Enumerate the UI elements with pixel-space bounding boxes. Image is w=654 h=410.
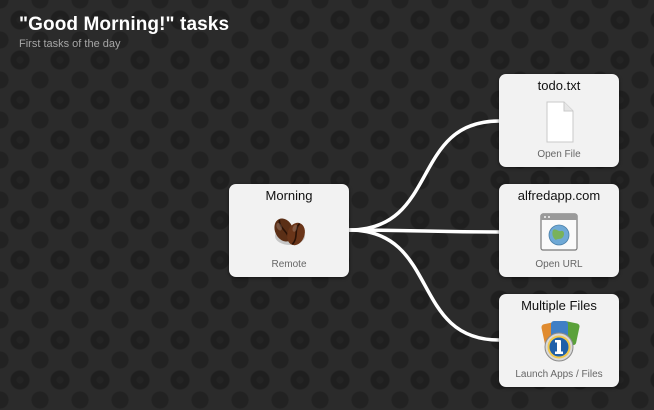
browser-window-icon	[537, 210, 581, 254]
node-alfredapp[interactable]: alfredapp.com Open URL	[499, 184, 619, 277]
coffee-bean-icon	[267, 210, 311, 254]
node-multiple-type: Launch Apps / Files	[515, 369, 603, 380]
node-todo-type: Open File	[537, 149, 581, 160]
app-stack-icon	[537, 320, 581, 364]
workflow-title: "Good Morning!" tasks	[19, 14, 230, 35]
node-morning-type: Remote	[271, 259, 307, 270]
node-morning-title: Morning	[265, 188, 313, 203]
node-todo-txt[interactable]: todo.txt Open File	[499, 74, 619, 167]
node-alfred-type: Open URL	[535, 259, 583, 270]
connection-morning-multiple	[347, 228, 501, 342]
node-multiple-files[interactable]: Multiple Files Launch Apps / Files	[499, 294, 619, 387]
workflow-subtitle: First tasks of the day	[19, 38, 121, 50]
connection-morning-alfred	[347, 228, 501, 234]
document-icon	[537, 100, 581, 144]
workflow-header: "Good Morning!" tasks First tasks of the…	[19, 14, 229, 52]
node-morning[interactable]: Morning Remote	[229, 184, 349, 277]
connection-morning-todo	[347, 119, 501, 232]
node-alfred-title: alfredapp.com	[517, 188, 601, 203]
node-todo-title: todo.txt	[537, 78, 581, 93]
node-multiple-title: Multiple Files	[521, 298, 597, 313]
